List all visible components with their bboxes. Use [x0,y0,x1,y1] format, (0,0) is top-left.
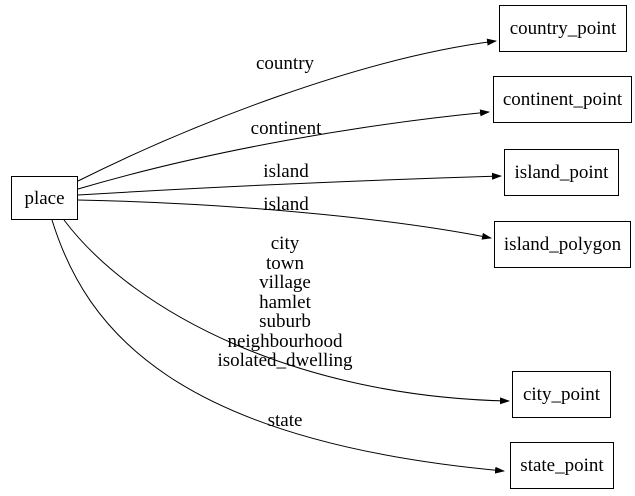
node-island-polygon: island_polygon [494,221,631,268]
edge-place-country-point [77,38,497,182]
edge-place-city-point [63,219,510,405]
edge-label-country: country [255,53,315,74]
edge-label-island-polygon: island [263,194,309,215]
edge-label-state: state [267,410,303,431]
node-continent-point: continent_point [493,76,632,123]
node-country-point: country_point [499,5,627,52]
node-island-point: island_point [504,149,619,196]
node-place: place [11,176,78,220]
edge-place-island-polygon [77,199,492,240]
edge-label-continent: continent [250,118,322,139]
edge-label-city-list: city town village hamlet suburb neighbou… [217,233,353,371]
edge-label-island-point: island [263,161,309,182]
edge-place-state-point [51,219,505,474]
node-city-point: city_point [512,371,611,418]
node-state-point: state_point [510,442,614,489]
edge-place-continent-point [77,109,490,190]
edge-place-island-point [77,172,502,196]
